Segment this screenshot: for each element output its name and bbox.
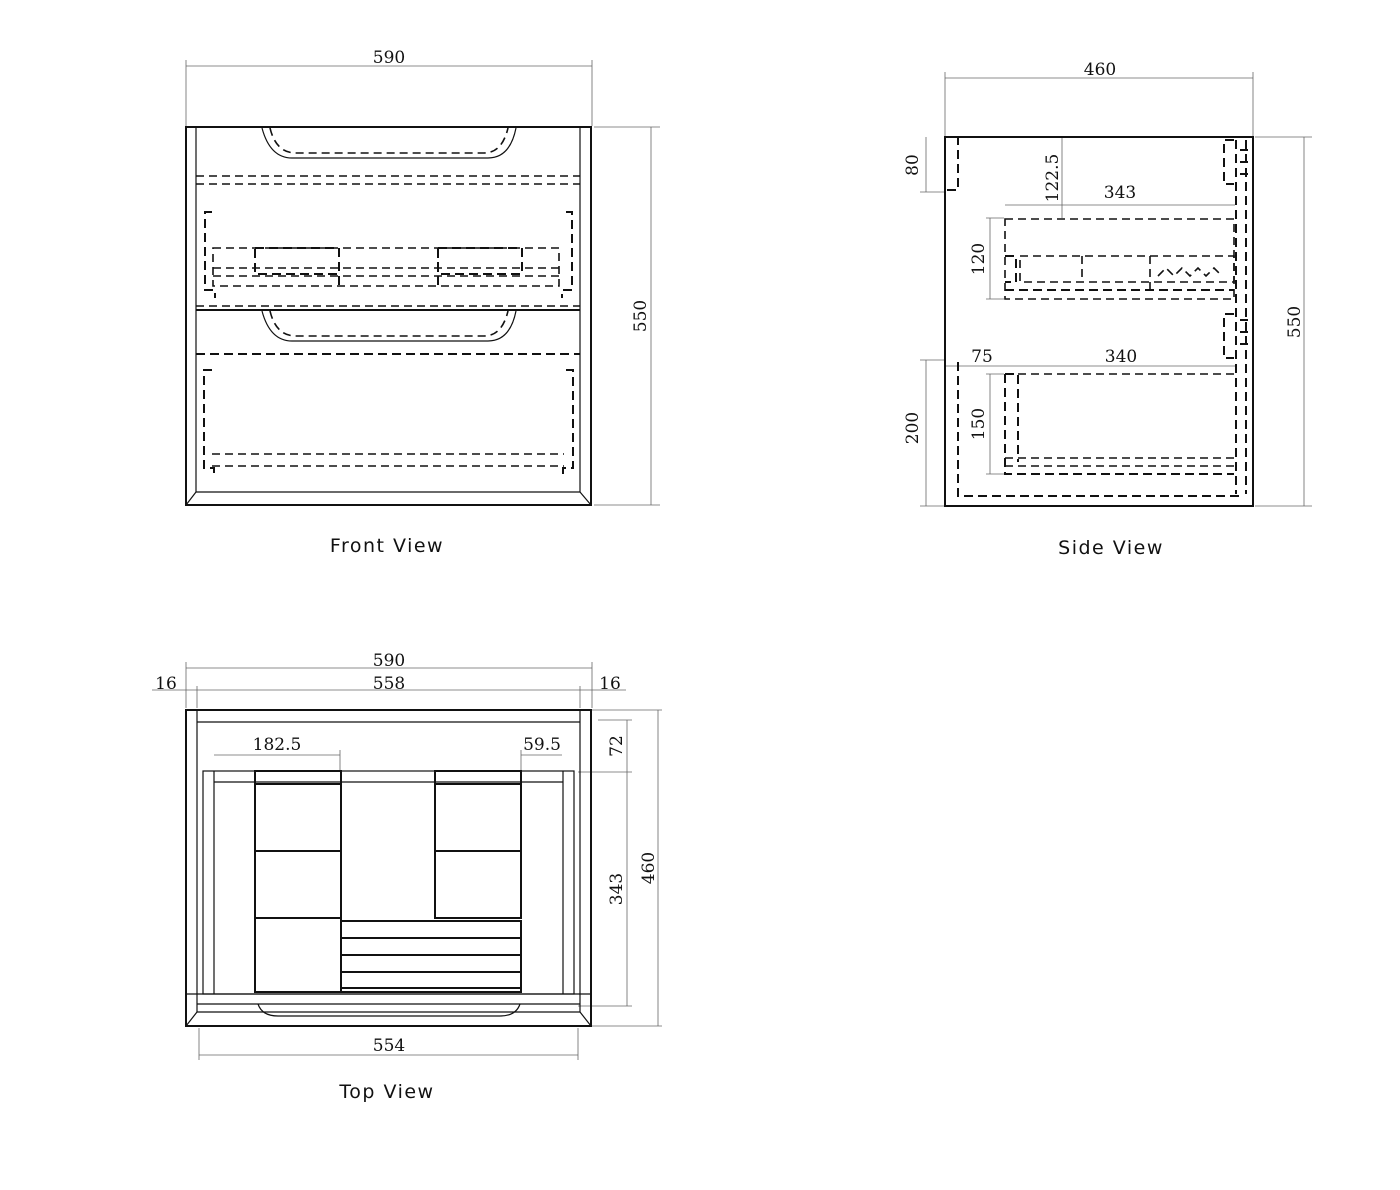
side-lower-section-label: 200 xyxy=(903,412,923,444)
front-view: 590 550 Fron xyxy=(185,48,660,557)
front-upper-handle-hidden xyxy=(269,127,509,154)
top-right-offset-label: 59.5 xyxy=(523,735,561,755)
front-upper-organizer-right xyxy=(437,247,523,275)
front-plinth-chamfer-right xyxy=(579,491,592,506)
front-upper-handle-recess xyxy=(261,127,517,159)
side-hinge-upper xyxy=(1223,139,1234,185)
side-view: 460 550 80 122.5 343 120 75 340 150 xyxy=(903,60,1312,559)
side-top-rail-hidden xyxy=(947,137,959,191)
top-view-caption: Top View xyxy=(338,1081,434,1103)
front-plinth-chamfer-left xyxy=(185,491,197,506)
side-upper-organizer xyxy=(1019,255,1235,283)
side-hinge-detail-upper xyxy=(1240,149,1248,175)
front-lower-handle-hidden xyxy=(269,310,509,337)
side-hinge-lower xyxy=(1223,313,1234,359)
side-upper-runner-zigzag xyxy=(1157,266,1223,278)
side-view-caption: Side View xyxy=(1058,537,1164,559)
top-organizer-left xyxy=(254,770,342,993)
front-width-label: 590 xyxy=(373,48,405,68)
top-inner-label: 558 xyxy=(373,674,405,694)
front-lower-right-runner xyxy=(562,369,574,476)
top-width-label: 590 xyxy=(373,651,405,671)
top-left-offset-label: 182.5 xyxy=(253,735,302,755)
side-lower-depth-label: 340 xyxy=(1105,347,1137,367)
front-upper-right-runner xyxy=(561,211,573,298)
top-view: 590 558 16 16 182.5 59.5 460 72 343 554 xyxy=(152,651,662,1103)
front-height-label: 550 xyxy=(631,300,651,332)
top-left-side-label: 16 xyxy=(155,674,177,694)
side-lower-drawer-front-bracket xyxy=(1005,373,1019,462)
top-back-gap-label: 72 xyxy=(607,735,627,757)
top-drawer-width-label: 554 xyxy=(373,1036,405,1056)
front-upper-organizer-left xyxy=(254,247,340,275)
side-upper-depth-label: 343 xyxy=(1104,183,1136,203)
side-bottom-hidden xyxy=(957,362,1240,497)
side-upper-drawer-front-bracket xyxy=(1005,255,1017,283)
side-cabinet-outline xyxy=(944,136,1254,507)
top-right-side-label: 16 xyxy=(599,674,621,694)
front-upper-inner-drawer xyxy=(212,247,560,287)
front-lower-left-runner xyxy=(203,369,215,476)
front-view-caption: Front View xyxy=(330,535,444,557)
side-upper-h-label: 120 xyxy=(969,243,989,275)
side-height-label: 550 xyxy=(1285,306,1305,338)
top-depth-label: 460 xyxy=(639,852,659,884)
front-upper-left-runner xyxy=(204,211,216,298)
side-lower-drawer-outline xyxy=(1004,374,1234,475)
top-handle-recess xyxy=(257,1003,521,1017)
top-organizer-right xyxy=(434,770,522,919)
front-cabinet-outline xyxy=(185,126,592,506)
side-lower-h-label: 150 xyxy=(969,408,989,440)
top-drawer-box xyxy=(202,770,575,995)
side-hinge-detail-lower xyxy=(1240,319,1248,345)
side-lower-offset-label: 75 xyxy=(971,347,993,367)
top-cabinet-outline xyxy=(185,709,592,1027)
top-drawer-depth-label: 343 xyxy=(607,873,627,905)
top-front-chamfer-left xyxy=(185,1011,198,1027)
side-upper-drawer-box xyxy=(1004,218,1235,300)
side-offset-label: 122.5 xyxy=(1043,154,1063,203)
side-depth-label: 460 xyxy=(1084,60,1116,80)
front-lower-handle-recess xyxy=(261,310,517,342)
top-front-chamfer-right xyxy=(579,1011,592,1027)
side-rail-label: 80 xyxy=(903,154,923,176)
top-organizer-center-tray xyxy=(340,920,522,993)
